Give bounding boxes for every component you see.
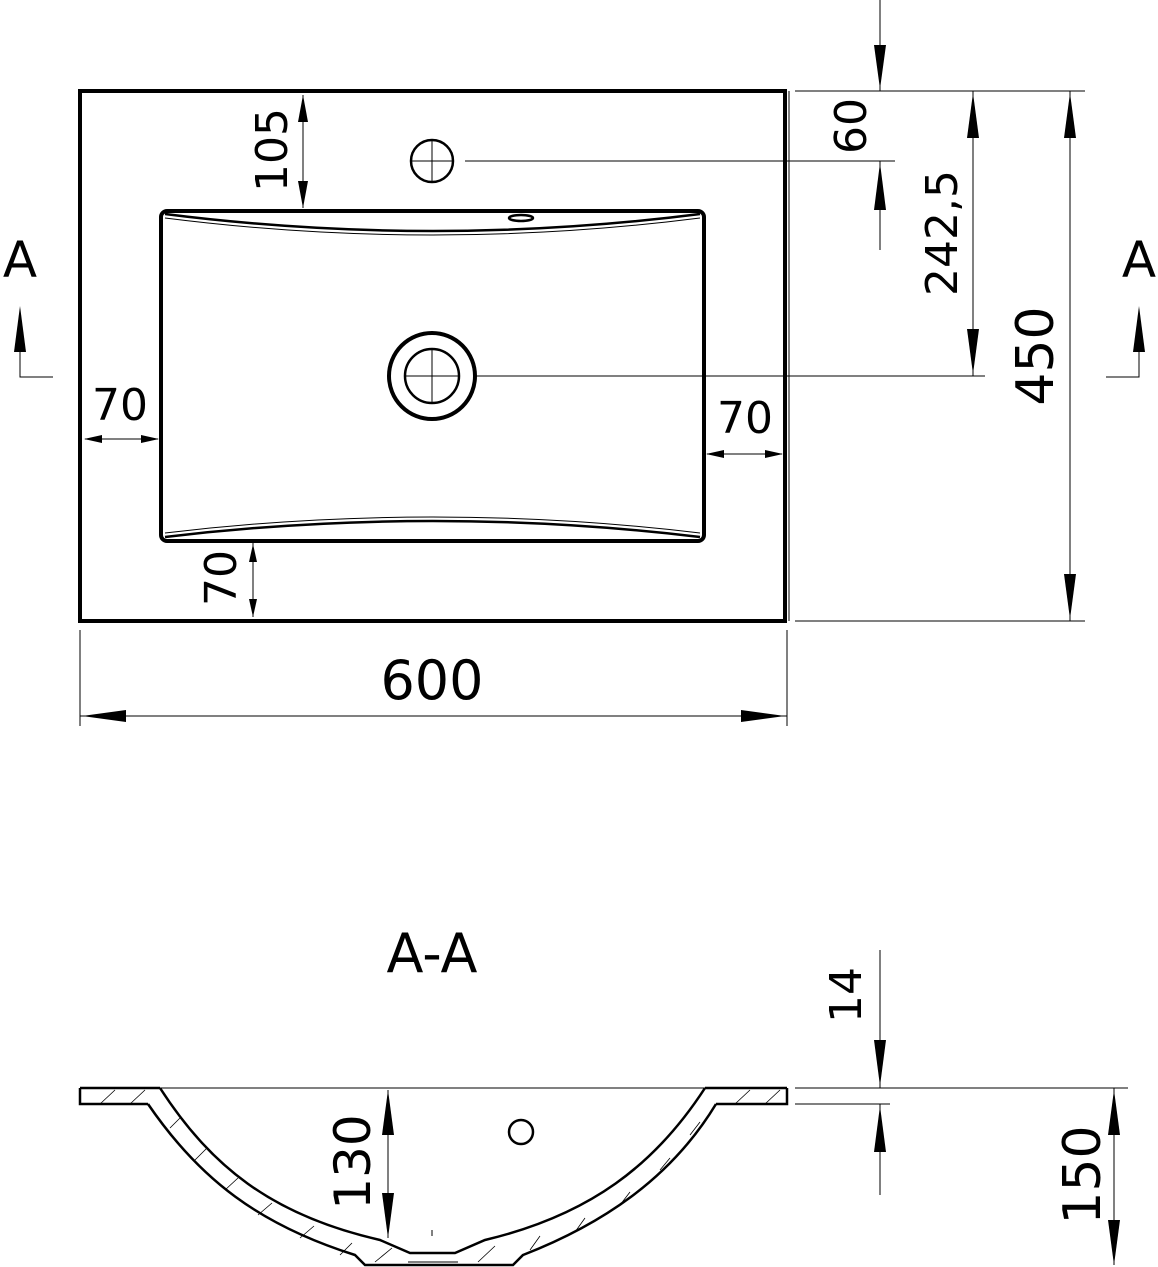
arrow-icon xyxy=(382,1193,394,1238)
arrow-icon xyxy=(1064,93,1076,138)
dim-130: 130 xyxy=(324,1090,394,1238)
arrow-icon xyxy=(765,450,783,458)
section-marker-left: A xyxy=(3,231,53,378)
dim-label-70-left: 70 xyxy=(92,380,148,431)
arrow-icon xyxy=(967,93,979,138)
dim-label-14: 14 xyxy=(821,967,872,1023)
dim-label-70-front: 70 xyxy=(196,550,247,606)
dim-label-600: 600 xyxy=(380,649,483,712)
dim-label-150: 150 xyxy=(1053,1125,1113,1224)
section-letter-right: A xyxy=(1122,231,1156,289)
arrow-icon xyxy=(967,329,979,374)
arrow-icon xyxy=(249,599,257,617)
basin-outline xyxy=(78,89,787,623)
dim-242-5: 242,5 xyxy=(917,91,979,376)
dim-label-130: 130 xyxy=(324,1114,382,1209)
dim-150: 150 xyxy=(1053,1088,1120,1265)
section-letter-left: A xyxy=(3,231,37,289)
arrow-icon xyxy=(382,1090,394,1135)
top-view: 105 60 242,5 450 70 xyxy=(3,0,1156,726)
section-marker-right: A xyxy=(1106,231,1156,378)
dim-105: 105 xyxy=(247,95,308,208)
arrow-icon xyxy=(706,450,724,458)
arrow-icon xyxy=(298,95,308,122)
arrow-icon xyxy=(1064,574,1076,619)
arrow-icon xyxy=(14,306,26,352)
arrow-icon xyxy=(1108,1220,1120,1265)
arrow-icon xyxy=(1108,1090,1120,1135)
drain xyxy=(387,331,477,421)
section-title: A-A xyxy=(387,922,478,985)
arrow-icon xyxy=(82,710,126,722)
dim-label-242-5: 242,5 xyxy=(917,170,968,296)
arrow-icon xyxy=(84,435,102,443)
dim-70-right: 70 xyxy=(706,393,783,458)
section-view: A-A 14 xyxy=(78,922,1128,1267)
arrow-icon xyxy=(141,435,159,443)
dim-label-450: 450 xyxy=(1006,306,1066,405)
overflow-hole xyxy=(507,1118,535,1146)
arrow-icon xyxy=(741,710,785,722)
dim-label-60: 60 xyxy=(826,98,877,154)
dim-70-front: 70 xyxy=(196,543,257,617)
arrow-icon xyxy=(874,1040,886,1086)
arrow-icon xyxy=(874,163,886,210)
arrow-icon xyxy=(874,45,886,89)
bowl-outline xyxy=(159,209,706,543)
dim-600: 600 xyxy=(79,630,788,726)
arrow-icon xyxy=(874,1106,886,1152)
dim-label-70-right: 70 xyxy=(717,393,773,444)
arrow-icon xyxy=(249,544,257,562)
arrow-icon xyxy=(1133,306,1145,352)
dim-70-left: 70 xyxy=(84,380,159,443)
faucet-hole xyxy=(409,138,455,184)
section-profile xyxy=(78,1086,789,1267)
dim-label-105: 105 xyxy=(247,108,298,192)
dim-60: 60 xyxy=(826,0,886,250)
arrow-icon xyxy=(298,181,308,208)
dim-14: 14 xyxy=(795,950,1128,1195)
dim-450: 450 xyxy=(1006,91,1076,621)
